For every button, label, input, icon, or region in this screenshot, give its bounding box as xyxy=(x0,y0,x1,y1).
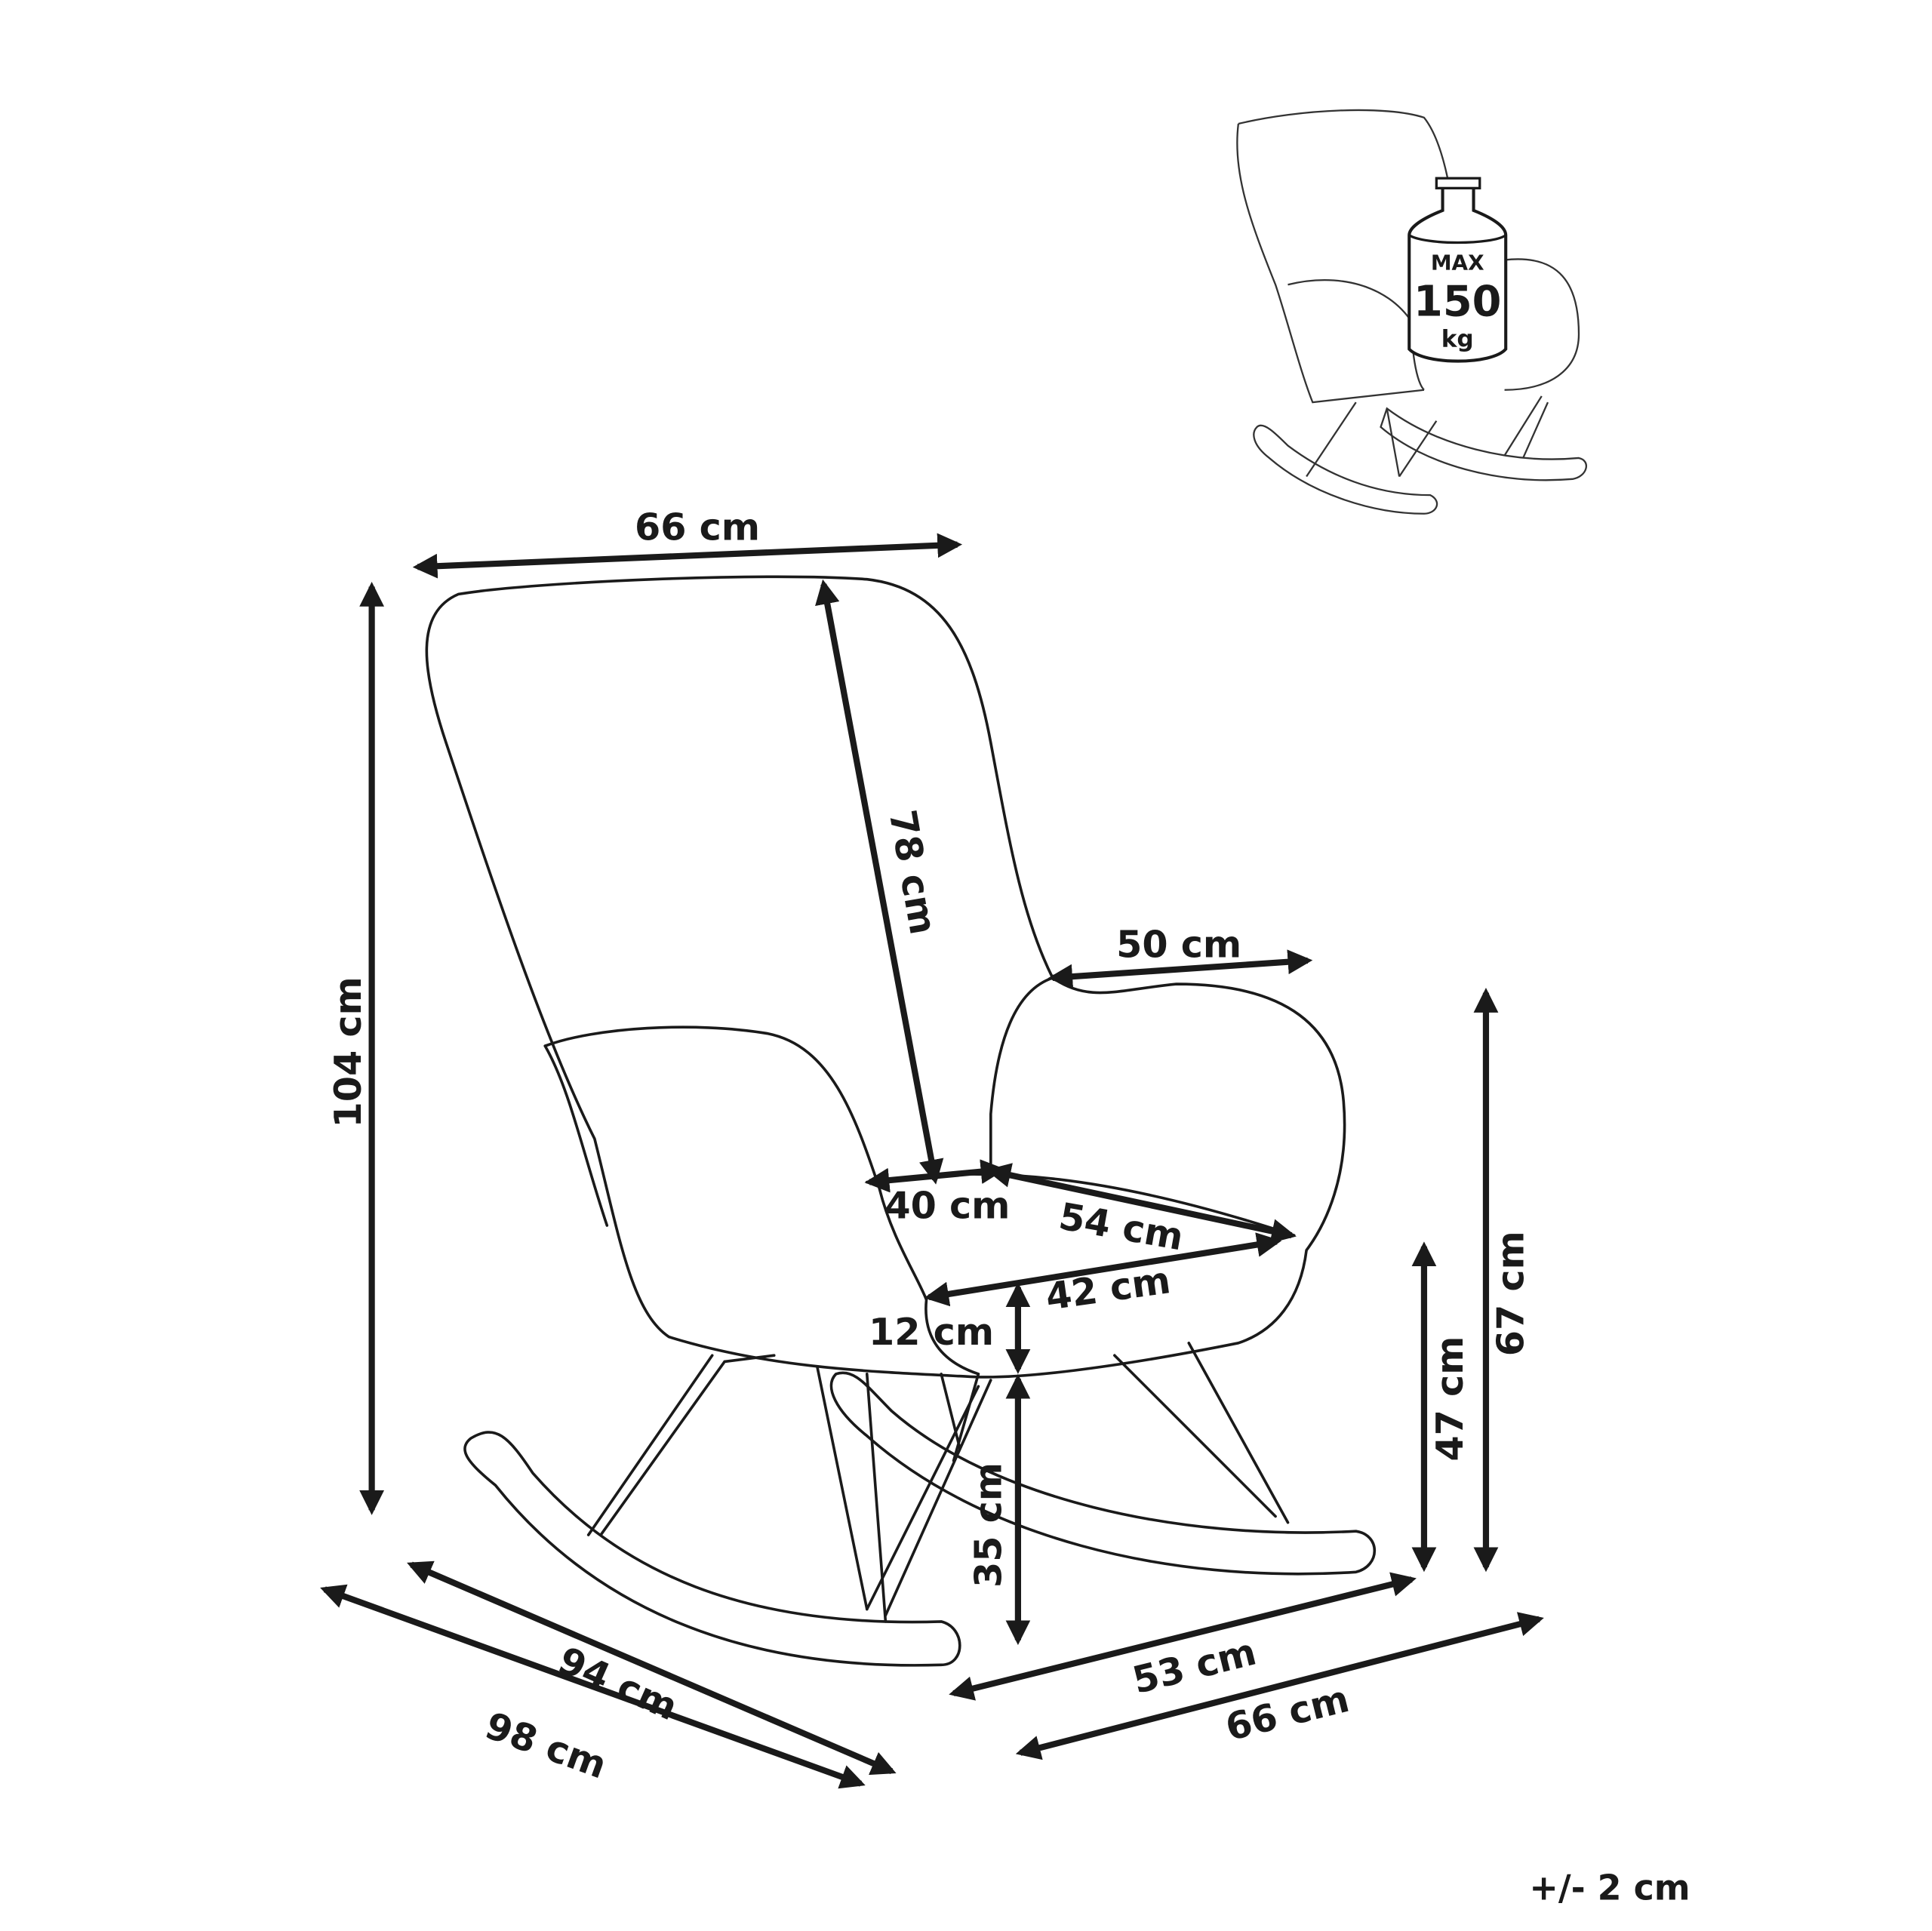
arrow-seat-width-inner xyxy=(864,1159,1006,1193)
label-seat-clearance: 35 cm xyxy=(966,1462,1010,1588)
arrow-seat-width xyxy=(924,1232,1282,1307)
label-seat-height: 47 cm xyxy=(1428,1336,1472,1462)
right-armrest-outline xyxy=(989,976,1054,1175)
arrow-seat-depth xyxy=(986,1163,1297,1244)
dimension-labels: 66 cm 104 cm 78 cm 50 cm 40 cm 54 cm 42 … xyxy=(326,506,1690,1908)
label-base-width: 66 cm xyxy=(1221,1677,1353,1749)
label-rocker-length: 98 cm xyxy=(480,1703,613,1787)
label-seat-width: 42 cm xyxy=(1043,1258,1174,1319)
arrow-base-width xyxy=(1015,1612,1544,1760)
label-base-width-inner: 53 cm xyxy=(1128,1630,1260,1702)
backrest-outline xyxy=(425,575,1346,1379)
left-rocker xyxy=(463,1431,961,1667)
label-seat-width-inner: 40 cm xyxy=(884,1184,1010,1228)
chair-drawing xyxy=(425,575,1376,1667)
label-total-height: 104 cm xyxy=(326,976,370,1127)
max-weight-icon: MAX 150 kg xyxy=(1407,177,1508,363)
right-rocker xyxy=(829,1371,1376,1576)
weight-unit: kg xyxy=(1441,325,1474,352)
label-top-width: 66 cm xyxy=(635,506,760,549)
label-armrest-height: 67 cm xyxy=(1489,1231,1533,1356)
label-seat-depth: 54 cm xyxy=(1056,1194,1187,1259)
weight-value: 150 xyxy=(1414,277,1501,326)
arrow-backrest-height xyxy=(815,579,944,1185)
weight-max-label: MAX xyxy=(1431,251,1484,275)
arrow-armrest-depth xyxy=(1048,949,1313,989)
tolerance-note: +/- 2 cm xyxy=(1529,1867,1690,1908)
label-seat-thickness: 12 cm xyxy=(869,1310,994,1354)
dimension-arrows xyxy=(320,533,1544,1789)
metal-legs xyxy=(586,1342,1290,1623)
arrow-rocker-length xyxy=(320,1584,866,1789)
arrow-top-width xyxy=(412,533,963,579)
label-armrest-depth: 50 cm xyxy=(1116,922,1241,966)
left-armrest-inner xyxy=(543,1044,609,1227)
reference-chair-sketch xyxy=(1236,109,1587,515)
label-backrest-height: 78 cm xyxy=(881,807,946,938)
